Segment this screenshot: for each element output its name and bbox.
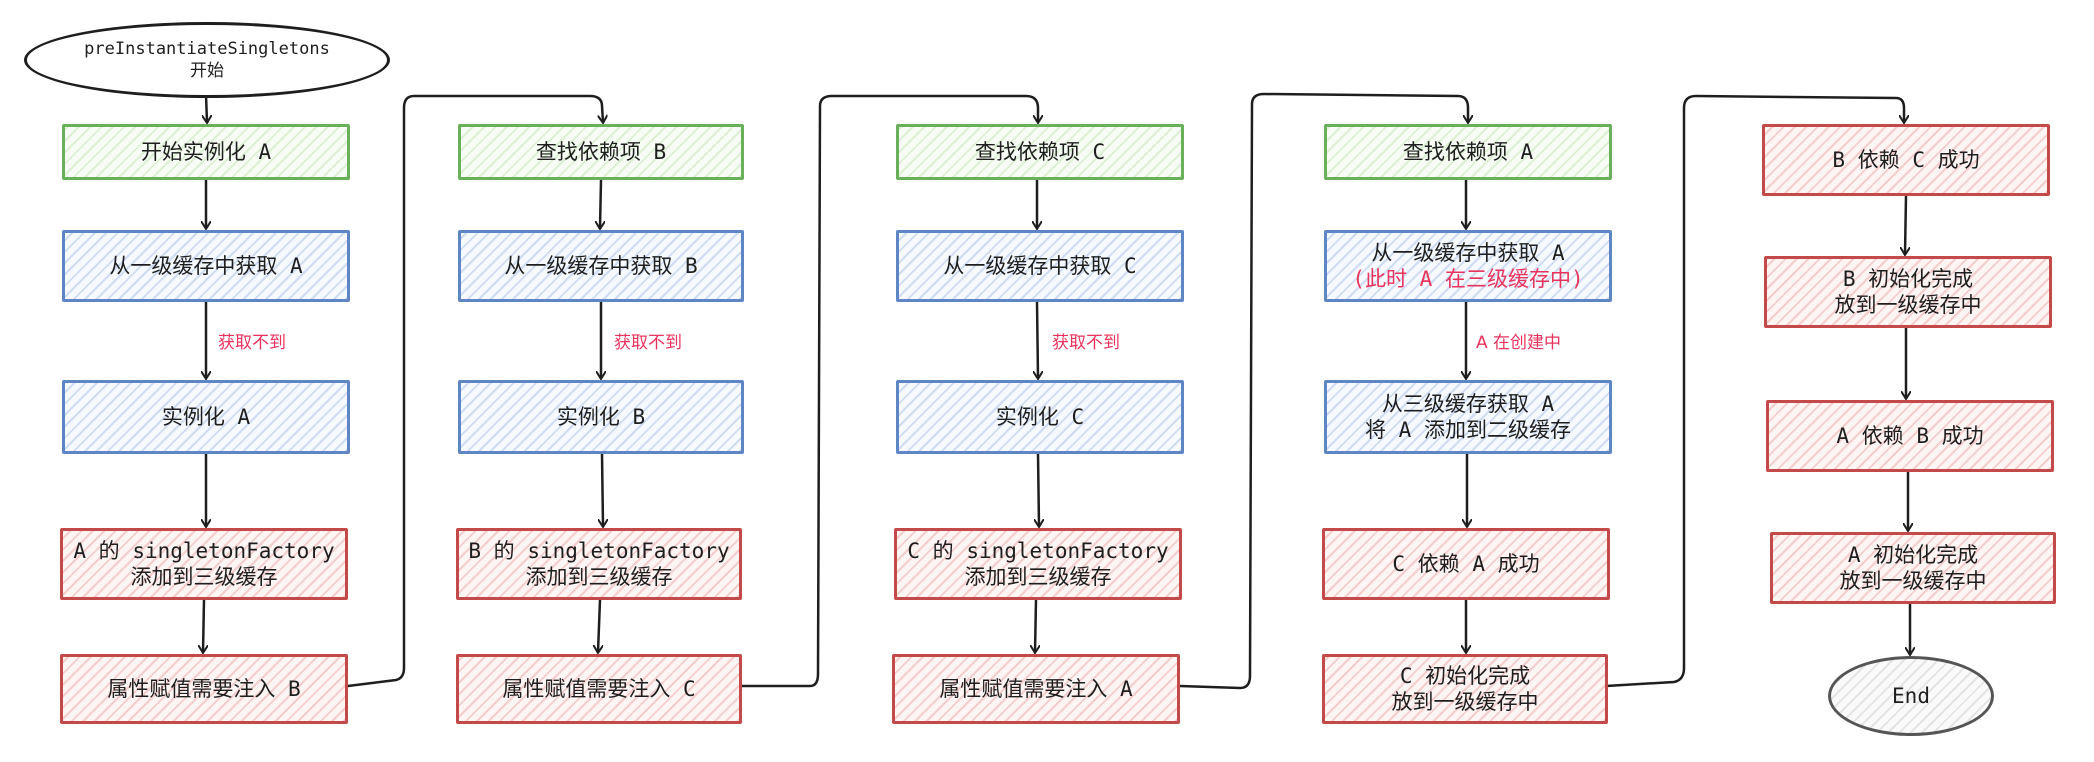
edge-col1-4 [203,598,204,652]
col3-node-find-dependency-text: 查找依赖项 C [974,140,1106,164]
edge-col3-2 [1037,300,1038,378]
start-label-line2: 开始 [190,61,224,81]
start-ellipse: preInstantiateSingletons 开始 [24,22,390,98]
col4-node-third-cache: 从三级缓存获取 A 将 A 添加到二级缓存 [1324,380,1612,454]
col4-edge-label: A 在创建中 [1476,333,1562,353]
col2-node-find-dependency-text: 查找依赖项 B [535,140,667,164]
col2-node-singleton-factory-line2: 添加到三级缓存 [525,565,673,589]
col5-node-a-init-done: A 初始化完成 放到一级缓存中 [1770,532,2056,604]
edge-col4-col5 [1604,94,1904,688]
col3-edge-label: 获取不到 [1052,333,1120,353]
col5-node-a-depends-b: A 依赖 B 成功 [1766,400,2054,472]
col4-node-get-cache-line1: 从一级缓存中获取 A [1371,241,1565,265]
col2-node-inject-text: 属性赋值需要注入 C [502,677,696,701]
col2-node-inject: 属性赋值需要注入 C [456,654,742,724]
col3-node-singleton-factory-line1: C 的 singletonFactory [907,539,1169,563]
edge-col2-1 [600,178,601,228]
col1-node-start-instantiation: 开始实例化 A [62,124,350,180]
col5-node-a-init-done-line2: 放到一级缓存中 [1839,569,1987,593]
end-label: End [1892,684,1930,708]
col4-node-third-cache-line2: 将 A 添加到二级缓存 [1365,418,1571,442]
col3-node-get-cache-text: 从一级缓存中获取 C [943,254,1137,278]
col3-node-singleton-factory: C 的 singletonFactory 添加到三级缓存 [894,528,1182,600]
col2-edge-label: 获取不到 [614,333,682,353]
col1-node-instantiate-text: 实例化 A [161,405,251,429]
col1-node-singleton-factory-line2: 添加到三级缓存 [130,565,278,589]
col1-node-singleton-factory-line1: A 的 singletonFactory [73,539,335,563]
col2-node-singleton-factory: B 的 singletonFactory 添加到三级缓存 [456,528,742,600]
col1-node-get-cache: 从一级缓存中获取 A [62,230,350,302]
col4-node-c-depends-a: C 依赖 A 成功 [1322,528,1610,600]
edge-col3-col4 [1178,92,1468,690]
col3-node-instantiate: 实例化 C [896,380,1184,454]
col1-node-singleton-factory: A 的 singletonFactory 添加到三级缓存 [60,528,348,600]
col4-node-get-cache-line2: (此时 A 在三级缓存中) [1352,267,1584,291]
edge-start-col1 [206,93,207,122]
col1-node-start-instantiation-text: 开始实例化 A [140,140,272,164]
col3-node-get-cache: 从一级缓存中获取 C [896,230,1184,302]
col1-node-get-cache-text: 从一级缓存中获取 A [109,254,303,278]
col4-node-third-cache-line1: 从三级缓存获取 A [1381,392,1555,416]
col4-node-find-dependency-text: 查找依赖项 A [1402,140,1534,164]
col1-node-inject: 属性赋值需要注入 B [60,654,348,724]
edge-col1-col2 [346,94,603,688]
edge-col2-col3 [740,94,1038,688]
col2-node-instantiate-text: 实例化 B [556,405,646,429]
col3-node-singleton-factory-line2: 添加到三级缓存 [964,565,1112,589]
col2-node-get-cache: 从一级缓存中获取 B [458,230,744,302]
edge-col2-3 [602,452,603,526]
col5-node-a-depends-b-text: A 依赖 B 成功 [1836,424,1984,448]
col5-node-b-depends-c-text: B 依赖 C 成功 [1832,148,1980,172]
col4-node-get-cache: 从一级缓存中获取 A (此时 A 在三级缓存中) [1324,230,1612,302]
col3-node-inject-text: 属性赋值需要注入 A [939,677,1133,701]
col5-node-b-depends-c: B 依赖 C 成功 [1762,124,2050,196]
col3-node-instantiate-text: 实例化 C [995,405,1085,429]
col2-node-instantiate: 实例化 B [458,380,744,454]
col1-node-inject-text: 属性赋值需要注入 B [107,677,301,701]
col1-edge-label: 获取不到 [218,333,286,353]
col5-node-a-init-done-line1: A 初始化完成 [1847,543,1979,567]
start-label-line1: preInstantiateSingletons [84,39,330,59]
edge-col5-1 [1905,194,1906,254]
col4-node-c-depends-a-text: C 依赖 A 成功 [1392,552,1540,576]
col4-node-c-init-done-line1: C 初始化完成 [1399,664,1531,688]
col4-node-find-dependency: 查找依赖项 A [1324,124,1612,180]
edge-col2-4 [598,598,600,652]
col3-node-inject: 属性赋值需要注入 A [892,654,1180,724]
end-ellipse: End [1828,656,1994,736]
col5-node-b-init-done-line1: B 初始化完成 [1842,267,1974,291]
col4-node-c-init-done: C 初始化完成 放到一级缓存中 [1322,654,1608,724]
col1-node-instantiate: 实例化 A [62,380,350,454]
col5-node-b-init-done: B 初始化完成 放到一级缓存中 [1764,256,2052,328]
col2-node-find-dependency: 查找依赖项 B [458,124,744,180]
edge-col3-3 [1038,452,1039,526]
col3-node-find-dependency: 查找依赖项 C [896,124,1184,180]
col2-node-singleton-factory-line1: B 的 singletonFactory [468,539,730,563]
col4-node-c-init-done-line2: 放到一级缓存中 [1391,690,1539,714]
edge-col3-4 [1035,598,1036,652]
col2-node-get-cache-text: 从一级缓存中获取 B [504,254,698,278]
col5-node-b-init-done-line2: 放到一级缓存中 [1834,293,1982,317]
